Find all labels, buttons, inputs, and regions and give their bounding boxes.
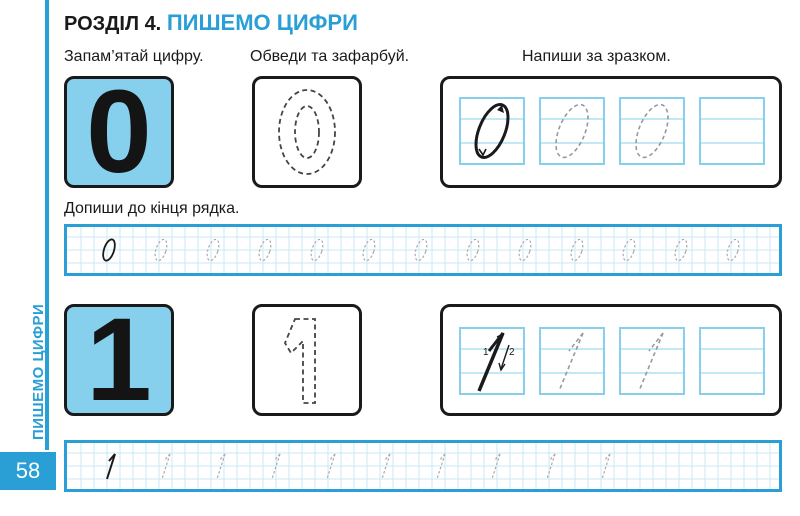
sample-cell-zero <box>459 97 525 165</box>
dashed-zero <box>518 238 532 262</box>
dashed-zero <box>466 238 480 262</box>
dashed-zero <box>726 238 740 262</box>
instruction-trace: Обведи та зафарбуй. <box>250 48 410 65</box>
dashed-zero <box>206 238 220 262</box>
write-sample-one-box: 1 2 <box>440 304 782 416</box>
practice-strip-one[interactable] <box>64 440 782 492</box>
practice-cell-zero-empty[interactable] <box>699 97 765 165</box>
section-number: 4. <box>144 13 162 35</box>
empty-cell-grid <box>701 348 763 374</box>
dashed-zero <box>674 238 688 262</box>
dashed-zero <box>622 238 636 262</box>
dashed-zero <box>362 238 376 262</box>
dashed-one-flag <box>273 453 281 462</box>
page-title: РОЗДІЛ 4. ПИШЕМО ЦИФРИ <box>64 10 358 36</box>
sample-one-stem <box>106 453 116 480</box>
dashed-zero <box>154 238 168 262</box>
dashed-one-flag <box>603 453 611 462</box>
dashed-zero <box>414 238 428 262</box>
left-margin-rule <box>45 0 49 450</box>
dashed-one-flag <box>493 453 501 462</box>
dashed-one-flag <box>328 453 336 462</box>
practice-cell-zero-2[interactable] <box>619 97 685 165</box>
sample-zero <box>102 238 116 262</box>
dashed-zero <box>258 238 272 262</box>
dashed-one <box>541 332 603 392</box>
dashed-one-flag <box>383 453 391 462</box>
practice-cell-one-1[interactable] <box>539 327 605 395</box>
digit-zero: 0 <box>86 66 152 198</box>
dashed-zero <box>621 103 683 159</box>
stroke-number-2: 2 <box>509 347 515 358</box>
instruction-remember: Запам’ятай цифру. <box>64 48 204 65</box>
sample-one-flag <box>108 453 116 462</box>
sample-cell-one: 1 2 <box>459 327 525 395</box>
practice-cell-one-empty[interactable] <box>699 327 765 395</box>
dashed-one-flag <box>548 453 556 462</box>
dashed-zero-outline <box>278 89 336 175</box>
section-label: РОЗДІЛ <box>64 13 139 35</box>
stroke-number-1: 1 <box>483 347 489 358</box>
dashed-zero <box>570 238 584 262</box>
dashed-zero <box>310 238 324 262</box>
dashed-one <box>621 332 683 392</box>
dashed-zero <box>541 103 603 159</box>
side-title-text: ПИШЕМО ЦИФРИ <box>30 303 47 440</box>
dashed-one-flag <box>218 453 226 462</box>
practice-strip-zero[interactable] <box>64 224 782 276</box>
sample-zero-stroke <box>461 103 523 159</box>
handwriting-grid-one <box>67 443 779 489</box>
dashed-one-outline <box>283 318 316 404</box>
digit-zero-card: 0 <box>64 66 174 198</box>
practice-cell-zero-1[interactable] <box>539 97 605 165</box>
sample-one-stroke: 1 2 <box>461 332 523 392</box>
dashed-one-flag <box>163 453 171 462</box>
trace-one-box <box>252 304 362 416</box>
empty-cell-grid <box>701 118 763 144</box>
practice-cell-one-2[interactable] <box>619 327 685 395</box>
write-sample-zero-box <box>440 76 782 188</box>
section-title: ПИШЕМО ЦИФРИ <box>166 10 358 35</box>
instruction-write: Напиши за зразком. <box>522 48 671 65</box>
dashed-one-flag <box>438 453 446 462</box>
instruction-finish-row: Допиши до кінця рядка. <box>64 200 240 217</box>
trace-zero-box <box>252 76 362 188</box>
handwriting-grid-zero <box>67 227 779 273</box>
digit-one: 1 <box>86 294 152 426</box>
side-title: ПИШЕМО ЦИФРИ <box>29 290 51 440</box>
page-number: 58 <box>0 452 56 490</box>
digit-one-card: 1 <box>64 294 174 426</box>
